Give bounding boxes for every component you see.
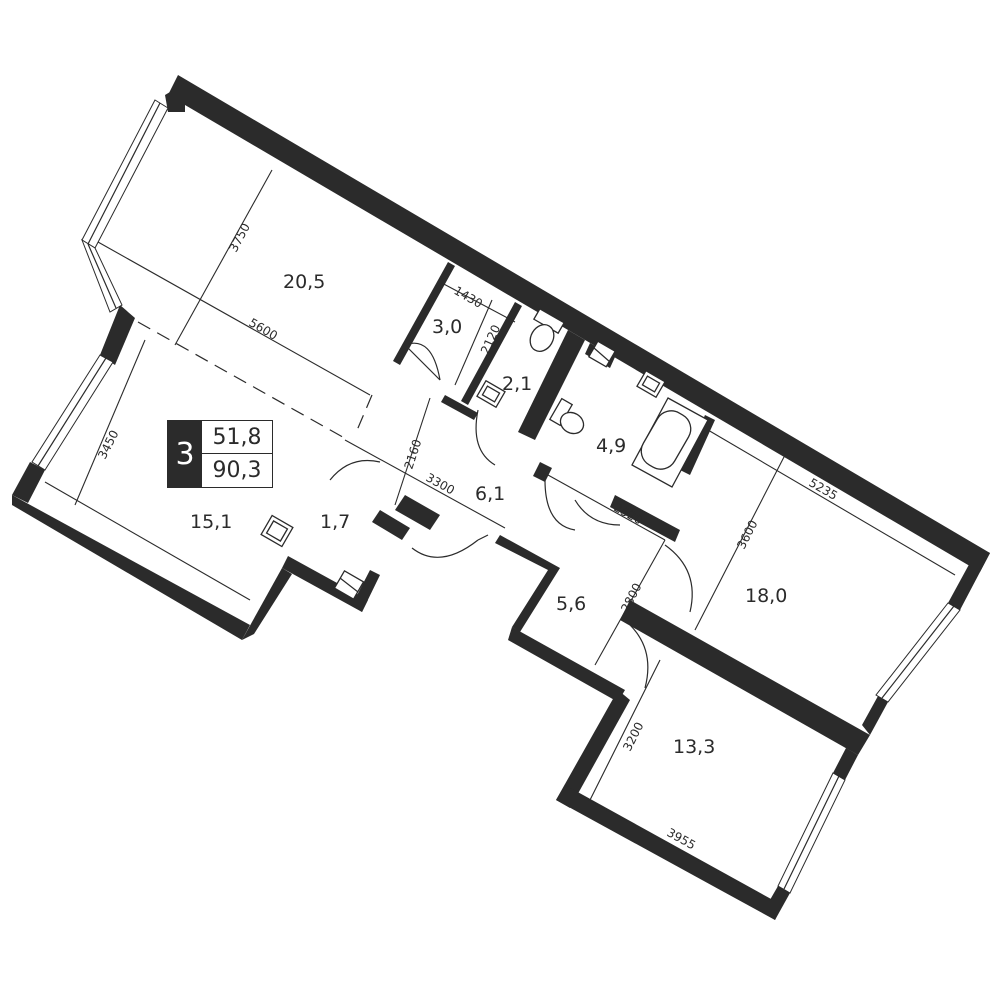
area-closet: 1,7	[320, 511, 350, 533]
dim-line-2520	[547, 474, 666, 541]
zone-divider-dashed-short	[354, 394, 373, 436]
wall-lower-room-left	[556, 690, 630, 808]
toilet-bath-icon	[548, 397, 585, 435]
door-storage	[404, 342, 441, 381]
wall-right-end	[948, 548, 990, 610]
dim-3450: 3450	[95, 428, 121, 462]
closet-box-icon	[333, 569, 365, 601]
area-bedroom-right: 18,0	[745, 585, 787, 607]
wall-hall-small	[533, 462, 552, 482]
dim-line-2800	[594, 539, 666, 666]
wall-closet-top	[395, 495, 440, 530]
wall-top	[168, 75, 990, 572]
door-wc	[475, 409, 496, 466]
dim-line-5600	[97, 241, 371, 396]
washer-icon	[587, 340, 617, 368]
wall-bay-join	[100, 305, 135, 365]
area-bathroom: 4,9	[596, 435, 626, 457]
window-left	[31, 354, 114, 471]
wall-closet-bottom	[282, 556, 368, 612]
sink-bath-icon	[636, 369, 666, 399]
dim-3200: 3200	[620, 720, 646, 754]
area-summary: 51,8 90,3	[202, 421, 272, 487]
area-storage: 3,0	[432, 316, 462, 338]
wall-wc-bottom	[441, 395, 478, 420]
total-area-value: 90,3	[212, 457, 262, 483]
dimension-labels: 3750 5600 1430 2120 3450 2160 3300 2520 …	[95, 221, 840, 853]
area-corridor: 5,6	[556, 593, 586, 615]
wall-right-stub	[862, 696, 888, 735]
area-bedroom-bottom: 13,3	[673, 736, 715, 758]
dim-5600: 5600	[247, 315, 280, 342]
dim-3300: 3300	[424, 470, 458, 497]
bathtub-icon	[631, 397, 709, 488]
area-hall: 6,1	[475, 483, 505, 505]
fixtures	[260, 307, 709, 601]
dim-line-3600	[694, 454, 786, 631]
wall-hall-right	[610, 495, 680, 542]
wall-left-bottom	[12, 462, 45, 503]
dim-3750: 3750	[226, 221, 253, 255]
dim-line-5235	[707, 429, 956, 576]
outer-walls	[12, 75, 990, 920]
living-area-value: 51,8	[202, 421, 272, 454]
apartment-summary-badge: 3 51,8 90,3	[167, 420, 273, 488]
wall-lower-room-bottom	[556, 785, 782, 920]
wall-lower-room-right	[763, 886, 790, 920]
room-areas: 20,5 3,0 2,1 4,9 15,1 1,7 6,1 5,6 18,0 1…	[190, 271, 787, 758]
dim-line-3750	[174, 169, 273, 346]
area-living-large: 20,5	[283, 271, 325, 293]
wall-room-divider	[620, 600, 870, 755]
door-room-right	[664, 544, 693, 613]
wall-closet-top-b	[372, 510, 410, 540]
door-corridor	[574, 499, 621, 526]
dim-line-3200	[589, 659, 661, 801]
zone-divider-dashed	[137, 321, 349, 441]
sink-wc-icon	[476, 379, 506, 409]
dim-2160: 2160	[402, 438, 425, 471]
wall-corridor-left	[495, 535, 560, 632]
dim-1430: 1430	[452, 283, 485, 310]
dim-3600: 3600	[734, 518, 760, 552]
area-living-left: 15,1	[190, 511, 232, 533]
room-count: 3	[168, 421, 202, 487]
window-top-left	[81, 99, 169, 249]
wall-bath-right	[680, 415, 715, 475]
wall-right-middle	[833, 748, 858, 780]
doors	[329, 342, 693, 689]
wall-closet-side	[352, 570, 380, 612]
door-closet	[411, 539, 479, 558]
door-hall-left	[329, 459, 381, 481]
dim-line-3450	[74, 339, 146, 506]
windows	[31, 99, 961, 894]
wall-left-lower-side	[242, 568, 292, 640]
wall-wc-left	[461, 302, 522, 405]
kitchen-sink-icon	[260, 514, 294, 548]
door-room-bottom	[629, 624, 649, 689]
dim-line-2120	[454, 299, 493, 386]
dimension-lines	[44, 169, 956, 901]
door-bath	[544, 479, 576, 531]
dim-line-3300	[344, 439, 506, 529]
toilet-wc-icon	[529, 307, 566, 352]
dim-line-3955	[579, 794, 771, 901]
wall-corridor-bottom	[508, 627, 625, 702]
wall-bottom-left	[12, 495, 250, 640]
dim-line-3450-b	[44, 481, 251, 601]
area-wc: 2,1	[502, 373, 532, 395]
dim-line-1430	[439, 281, 516, 323]
dim-line-2160	[394, 397, 431, 506]
wall-storage-left	[393, 262, 455, 365]
wall-top-left-stub	[165, 83, 185, 112]
wall-bath-left	[518, 330, 585, 440]
